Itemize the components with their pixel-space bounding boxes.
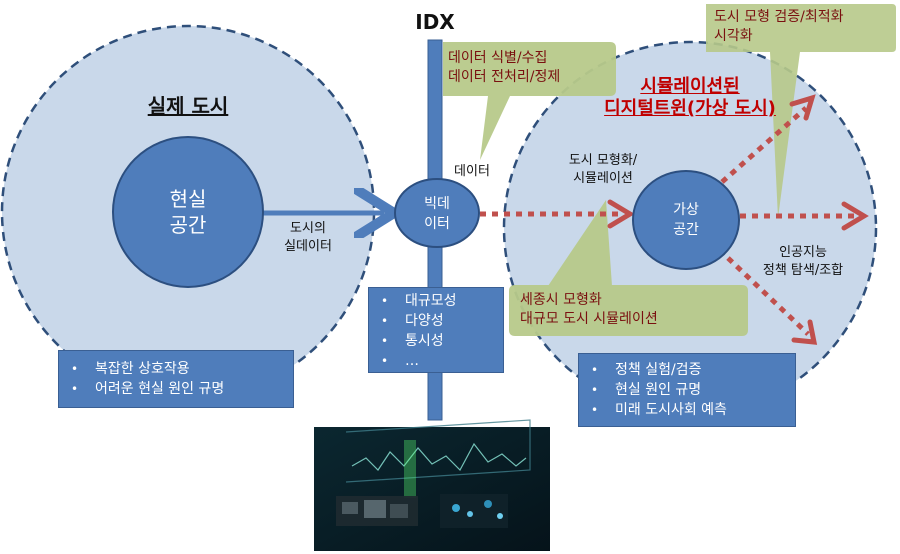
callout-sejong-shape bbox=[509, 200, 748, 336]
list-item: 통시성 bbox=[369, 331, 503, 351]
virtual-city-bullet-box: 정책 실험/검증 현실 원인 규명 미래 도시사회 예측 bbox=[578, 353, 796, 427]
real-city-bullet-box: 복잡한 상호작용 어려운 현실 원인 규명 bbox=[58, 350, 294, 408]
callout-verification-shape bbox=[706, 4, 896, 218]
real-space-node bbox=[112, 136, 264, 288]
callout-line: 도시 모형 검증/최적화 bbox=[714, 9, 844, 25]
callout-line: 시각화 bbox=[714, 28, 753, 44]
data-collect-callout-text: 데이터 식별/수집 데이터 전처리/정제 bbox=[448, 49, 560, 87]
bigdata-bullets: 대규모성 다양성 통시성 … bbox=[369, 291, 503, 371]
virtual-city-bullets: 정책 실험/검증 현실 원인 규명 미래 도시사회 예측 bbox=[579, 360, 795, 420]
bigdata-bullet-box: 대규모성 다양성 통시성 … bbox=[368, 287, 504, 373]
head-virtual-to-upright bbox=[789, 94, 816, 121]
ai-policy-label: 인공지능 정책 탐색/조합 bbox=[762, 245, 844, 278]
head-bigdata-to-virtual bbox=[607, 199, 635, 229]
head-virtual-to-right bbox=[841, 201, 869, 231]
callout-data-collect-shape bbox=[443, 42, 616, 160]
callout-line: 세종시 모형화 bbox=[520, 292, 602, 308]
list-item: … bbox=[369, 351, 503, 371]
list-item: 정책 실험/검증 bbox=[579, 360, 795, 380]
list-item: 다양성 bbox=[369, 311, 503, 331]
virtual-city-title: 시뮬레이션된 디지털트윈(가상 도시) bbox=[580, 76, 800, 120]
idx-label: IDX bbox=[415, 10, 455, 34]
real-city-title: 실제 도시 bbox=[147, 94, 229, 118]
list-item: 복잡한 상호작용 bbox=[59, 359, 293, 379]
virtual-space-label: 가상 공간 bbox=[673, 202, 699, 238]
real-space-label: 현실 공간 bbox=[169, 187, 207, 237]
verification-callout-text: 도시 모형 검증/최적화 시각화 bbox=[714, 8, 844, 46]
red-dotted-arrows bbox=[480, 106, 858, 336]
virtual-title-line1: 시뮬레이션된 bbox=[640, 76, 740, 97]
callout-line: 데이터 전처리/정제 bbox=[448, 69, 561, 85]
sejong-callout-text: 세종시 모형화 대규모 도시 시뮬레이션 bbox=[520, 291, 658, 329]
data-label: 데이터 bbox=[454, 164, 490, 179]
bigdata-node-label: 빅데 이터 bbox=[424, 196, 450, 232]
bigdata-node bbox=[394, 178, 480, 248]
list-item: 미래 도시사회 예측 bbox=[579, 400, 795, 420]
list-item: 어려운 현실 원인 규명 bbox=[59, 379, 293, 399]
callout-line: 데이터 식별/수집 bbox=[448, 50, 548, 66]
real-data-label: 도시의 실데이터 bbox=[284, 221, 332, 254]
real-city-bullets: 복잡한 상호작용 어려운 현실 원인 규명 bbox=[59, 359, 293, 399]
list-item: 현실 원인 규명 bbox=[579, 380, 795, 400]
list-item: 대규모성 bbox=[369, 291, 503, 311]
head-virtual-to-downright bbox=[791, 319, 818, 345]
data-visualization-image bbox=[314, 419, 550, 551]
virtual-space-node bbox=[632, 170, 740, 270]
red-arrow-heads bbox=[607, 94, 869, 345]
virtual-title-line2: 디지털트윈(가상 도시) bbox=[604, 98, 776, 119]
callout-line: 대규모 도시 시뮬레이션 bbox=[520, 311, 658, 327]
modeling-label: 도시 모형화/ 시뮬레이션 bbox=[568, 153, 638, 186]
